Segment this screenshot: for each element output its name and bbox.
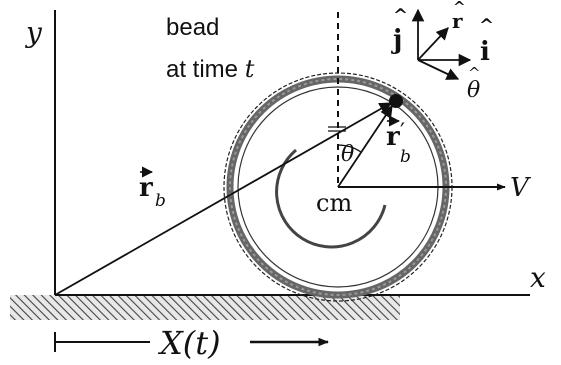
displacement-label: X(t) [157,324,221,362]
svg-text:b: b [400,147,411,167]
center-of-mass-label: cm [316,189,352,217]
bead-caption-line2: at time t [166,55,255,83]
bead-dot [389,94,403,108]
x-axis-label: x [530,261,546,294]
displacement-indicator: X(t) [54,324,330,362]
svg-text:^: ^ [468,64,481,82]
spiral-groove [275,148,387,249]
svg-text:^: ^ [393,5,408,26]
ground-hatch [10,295,400,320]
theta-hat-label: θ [467,78,480,103]
unit-vector-triad: j ^ r ^ i ^ θ ^ [391,0,494,103]
j-hat-label: j [391,25,402,55]
i-hat-label: i [480,37,490,67]
bead-caption-line1: bead [166,14,219,41]
svg-text:^: ^ [479,15,494,36]
svg-text:r: r [139,173,153,203]
r-hat-label: r [452,9,463,33]
r-b-prime-vector [337,104,393,188]
velocity-label: V [510,173,531,203]
r-b-label: r b [139,166,166,211]
r-b-vector [54,102,393,296]
svg-text:′: ′ [400,120,405,145]
svg-text:^: ^ [453,0,466,16]
theta-label: θ [341,142,354,167]
theta-arc [337,144,362,153]
y-axis-label: y [24,16,43,49]
svg-text:r: r [386,122,400,152]
svg-text:b: b [155,191,166,211]
r-b-prime-label: r ′ b [386,115,411,167]
